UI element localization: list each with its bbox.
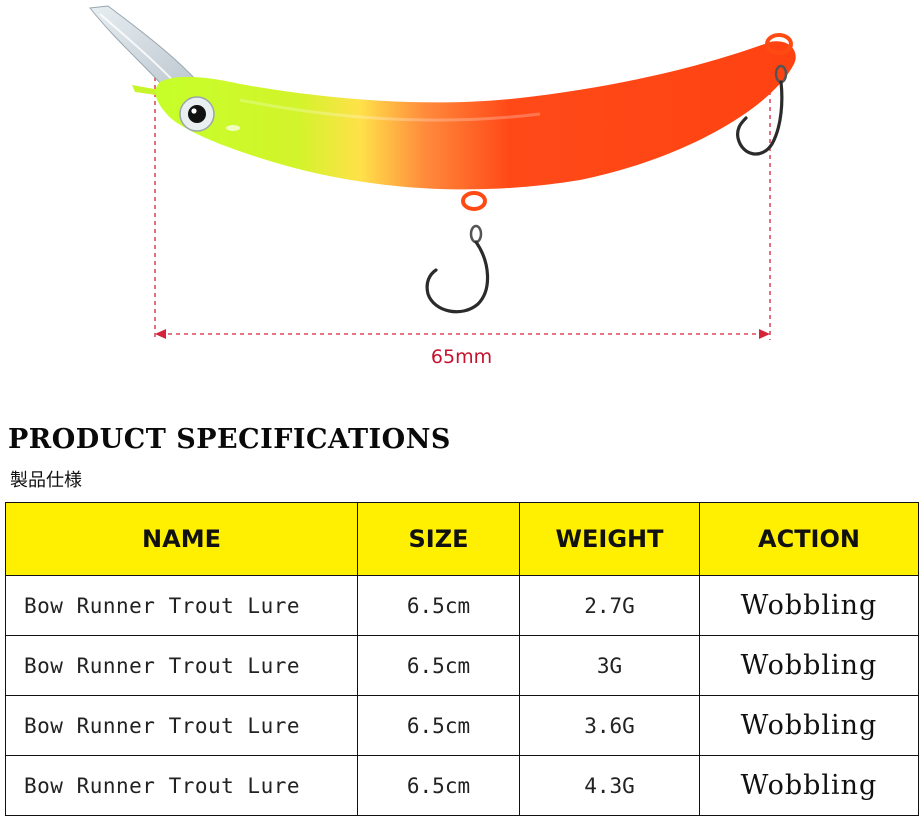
dimension-arrow-left bbox=[155, 329, 166, 339]
table-row: Bow Runner Trout Lure 6.5cm 2.7G Wobblin… bbox=[5, 575, 919, 636]
header-action: ACTION bbox=[699, 502, 919, 576]
cell-weight: 2.7G bbox=[519, 575, 700, 636]
lure-illustration bbox=[89, 5, 796, 340]
table-row: Bow Runner Trout Lure 6.5cm 3.6G Wobblin… bbox=[5, 695, 919, 756]
table-row: Bow Runner Trout Lure 6.5cm 3G Wobbling bbox=[5, 635, 919, 696]
cell-action: Wobbling bbox=[699, 755, 919, 816]
cell-name: Bow Runner Trout Lure bbox=[5, 695, 358, 756]
spec-subtitle: 製品仕様 bbox=[10, 470, 82, 491]
cell-action: Wobbling bbox=[699, 575, 919, 636]
header-name: NAME bbox=[5, 502, 358, 576]
cell-weight: 3.6G bbox=[519, 695, 700, 756]
spec-table: NAME SIZE WEIGHT ACTION Bow Runner Trout… bbox=[5, 502, 919, 816]
cell-weight: 4.3G bbox=[519, 755, 700, 816]
cell-action: Wobbling bbox=[699, 635, 919, 696]
dimension-arrow-right bbox=[759, 329, 770, 339]
dimension-label: 65mm bbox=[430, 346, 493, 368]
cell-size: 6.5cm bbox=[357, 755, 520, 816]
header-size: SIZE bbox=[357, 502, 520, 576]
cell-size: 6.5cm bbox=[357, 575, 520, 636]
cell-name: Bow Runner Trout Lure bbox=[5, 575, 358, 636]
table-header-row: NAME SIZE WEIGHT ACTION bbox=[5, 502, 919, 576]
table-row: Bow Runner Trout Lure 6.5cm 4.3G Wobblin… bbox=[5, 755, 919, 816]
cell-size: 6.5cm bbox=[357, 695, 520, 756]
cell-name: Bow Runner Trout Lure bbox=[5, 635, 358, 696]
header-weight: WEIGHT bbox=[519, 502, 700, 576]
hook-icon bbox=[425, 191, 490, 314]
fishing-lure-icon bbox=[155, 41, 796, 190]
hook-icon bbox=[736, 33, 793, 156]
cell-action: Wobbling bbox=[699, 695, 919, 756]
spec-title: PRODUCT SPECIFICATIONS bbox=[8, 424, 451, 455]
cell-size: 6.5cm bbox=[357, 635, 520, 696]
cell-weight: 3G bbox=[519, 635, 700, 696]
cell-name: Bow Runner Trout Lure bbox=[5, 755, 358, 816]
